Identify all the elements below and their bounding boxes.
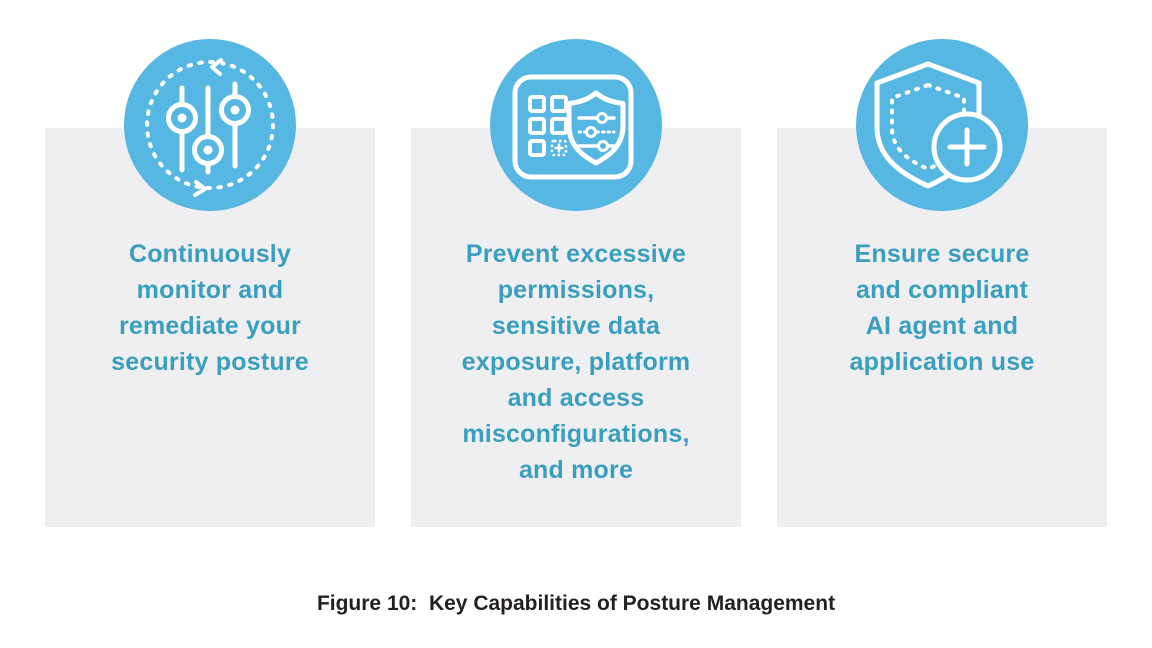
capability-text-ensure: Ensure secure and compliant AI agent and… [849, 240, 1035, 376]
capability-text-monitor: Continuously monitor and remediate your … [111, 240, 309, 376]
shield-plus-icon [856, 39, 1028, 211]
capability-text-prevent: Prevent excessive permissions, sensitive… [461, 240, 691, 484]
capability-card-ensure: Ensure secure and compliant AI agent and… [777, 39, 1107, 527]
capability-cards: Continuously monitor and remediate your … [45, 39, 1107, 527]
figure-caption: Figure 10: Key Capabilities of Posture M… [316, 592, 836, 615]
refresh-sliders-icon [124, 39, 296, 211]
capability-card-prevent: Prevent excessive permissions, sensitive… [411, 39, 741, 527]
console-shield-sliders-icon [490, 39, 662, 211]
capability-card-monitor: Continuously monitor and remediate your … [45, 39, 375, 527]
